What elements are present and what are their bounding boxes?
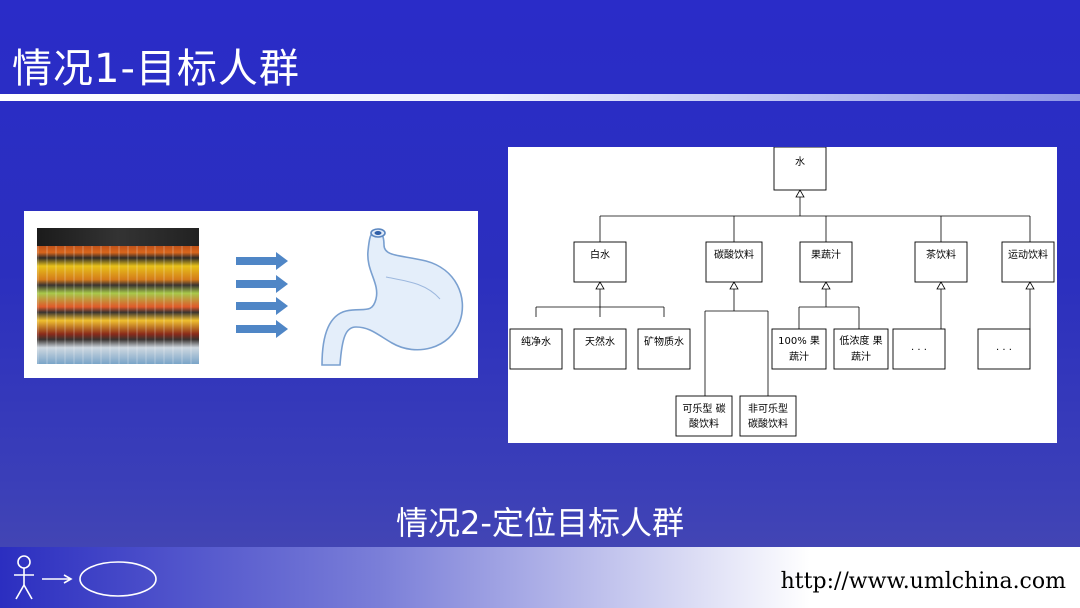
subcategory-label: 蔬汁 <box>851 350 871 363</box>
footer-url[interactable]: http://www.umlchina.com <box>780 569 1066 594</box>
title-divider <box>0 94 1080 101</box>
node-non-cola <box>739 395 797 437</box>
beverage-shelf-photo <box>37 228 199 364</box>
subcategory-label: 天然水 <box>585 335 615 348</box>
node-tea-more <box>892 328 946 370</box>
category-label: 碳酸饮料 <box>714 248 754 261</box>
node-mineral-water <box>637 328 691 370</box>
node-sports-more <box>977 328 1031 370</box>
drink-category-tree: 水 白水 碳酸饮料 果蔬汁 茶饮料 运动饮料 纯净水 天然水 矿物质水 100%… <box>508 146 1057 443</box>
node-100-juice <box>771 328 827 370</box>
node-tea <box>914 241 968 283</box>
subcategory-label: 非可乐型 <box>748 402 788 415</box>
right-arrow-icon <box>236 252 288 338</box>
ellipsis-label: · · · <box>911 345 927 356</box>
node-white-water <box>573 241 627 283</box>
category-label: 白水 <box>590 248 610 261</box>
slide-subtitle: 情况2-定位目标人群 <box>396 504 684 542</box>
node-natural-water <box>573 328 627 370</box>
stomach-icon <box>321 228 464 366</box>
node-low-juice <box>833 328 889 370</box>
node-juice <box>799 241 853 283</box>
subcategory-label: 酸饮料 <box>689 417 719 430</box>
illustration-panel <box>24 211 478 378</box>
subcategory-label: 纯净水 <box>521 335 551 348</box>
node-carbonated <box>705 241 763 283</box>
node-cola <box>675 395 733 437</box>
uml-actor-usecase-icon <box>14 555 157 600</box>
subcategory-label: 矿物质水 <box>644 335 684 348</box>
subcategory-label: 低浓度 果 <box>839 334 882 347</box>
node-pure-water <box>509 328 563 370</box>
subcategory-label: 蔬汁 <box>789 350 809 363</box>
node-root <box>773 146 827 191</box>
category-label: 果蔬汁 <box>811 248 841 261</box>
category-label: 茶饮料 <box>926 248 956 261</box>
slide-title: 情况1-目标人群 <box>12 46 300 92</box>
shelf-top-edge <box>37 228 199 246</box>
node-sports <box>1001 241 1055 283</box>
ellipsis-label: · · · <box>996 345 1012 356</box>
footer-bar: http://www.umlchina.com <box>0 547 1080 608</box>
node-root-label: 水 <box>795 156 805 168</box>
subcategory-label: 碳酸饮料 <box>748 417 788 430</box>
category-label: 运动饮料 <box>1008 248 1048 261</box>
subcategory-label: 可乐型 碳 <box>682 402 725 415</box>
subcategory-label: 100% 果 <box>778 335 820 347</box>
